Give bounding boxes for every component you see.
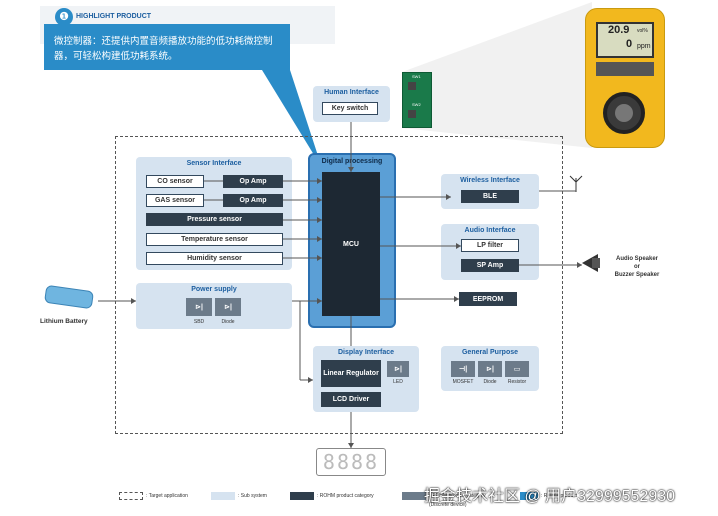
mosfet-icon: ⊣| [451,361,475,377]
speaker-body [592,258,600,268]
opamp-gas-box: Op Amp [223,194,283,207]
led-label: LED [393,379,403,385]
resistor-label: Resistor [507,379,527,385]
antenna-icon [569,175,583,192]
audio-interface-box: Audio Interface LP filter SP Amp [441,224,539,280]
switch-1 [408,82,416,90]
speaker-label-3: Buzzer Speaker [614,272,660,278]
sensor-interface-title: Sensor Interface [186,160,242,167]
speaker-label-1: Audio Speaker [615,256,658,262]
pressure-sensor-box: Pressure sensor [146,213,283,226]
legend-target-swatch [119,492,143,500]
device-sensor-center [615,104,633,122]
human-interface-box: Human Interface Key switch [313,86,390,122]
legend-sub-swatch [211,492,235,500]
digital-processing-title: Digital processing [321,158,383,165]
target-application-frame [115,136,563,434]
segment-display: 8888 [316,448,386,476]
segment-digits: 8888 [322,450,380,474]
legend-highlight-text: : ROHM product [541,493,578,499]
resistor-icon: ▭ [505,361,529,377]
key-switch-box: Key switch [322,102,378,115]
legend-discrete-text: : ROHM product category [429,493,486,499]
legend-target-text: : Target application [146,493,188,499]
device-button-panel [596,62,654,76]
human-interface-title: Human Interface [324,89,379,96]
watermark: 掘金技术社区 @ 用户32999552930 [424,488,676,505]
legend-rohm-text: : ROHM product category [317,493,374,499]
gas-sensor-box: GAS sensor [146,194,204,207]
switch-2 [408,110,416,118]
lp-filter-box: LP filter [461,239,519,252]
legend-discrete-sub: (Discrete device) [429,502,467,508]
co-sensor-box: CO sensor [146,175,204,188]
sw2-label: SW2 [412,102,421,107]
sensor-interface-box: Sensor Interface CO sensor Op Amp GAS se… [136,157,292,270]
eeprom-box: EEPROM [459,292,517,306]
power-diode-label: Diode [221,319,235,325]
speaker-label: Audio Speaker or Buzzer Speaker [600,255,674,279]
mosfet-label: MOSFET [452,379,474,385]
sbd-label: SBD [193,319,205,325]
general-purpose-box: General Purpose ⊣| MOSFET ⊳| Diode ▭ Res… [441,346,539,391]
sbd-icon: ⊳| [186,298,212,316]
legend-discrete-swatch [402,492,426,500]
battery-label: Lithium Battery [40,318,88,325]
highlight-callout [44,24,290,70]
device-screen [596,22,654,58]
legend-rohm-swatch [290,492,314,500]
o2-value: 20.9 [608,24,630,36]
legend-sub-text: : Sub system [238,493,267,499]
display-interface-box: Display Interface Linear Regulator ⊳| LE… [313,346,419,412]
battery-icon [43,284,95,310]
diode-icon: ⊳| [215,298,241,316]
highlight-badge: HIGHLIGHT PRODUCT [76,13,152,20]
led-icon: ⊳| [387,361,409,377]
opamp-co-box: Op Amp [223,175,283,188]
speaker-label-2: or [634,264,640,270]
general-purpose-title: General Purpose [461,349,519,356]
gp-diode-label: Diode [483,379,497,385]
ble-box: BLE [461,190,519,203]
highlight-badge-icon: ❶ [55,8,73,26]
sw1-label: SW1 [412,74,421,79]
highlight-text: 微控制器：还提供内置音频播放功能的低功耗微控制器，可轻松构建低功耗系统。 [54,36,273,62]
power-supply-box: Power supply ⊳| SBD ⊳| Diode [136,283,292,329]
humidity-sensor-box: Humidity sensor [146,252,283,265]
lcd-driver-box: LCD Driver [321,392,381,407]
gp-diode-icon: ⊳| [478,361,502,377]
wireless-interface-title: Wireless Interface [460,177,520,184]
co-unit: ppm [637,43,651,50]
temperature-sensor-box: Temperature sensor [146,233,283,246]
switch-board [402,72,432,128]
legend-highlight-swatch [520,492,538,500]
display-interface-title: Display Interface [337,349,395,356]
linear-regulator-box: Linear Regulator [321,360,381,387]
wireless-interface-box: Wireless Interface BLE [441,174,539,209]
sp-amp-box: SP Amp [461,259,519,272]
o2-unit: vol% [637,28,648,34]
co-value: 0 [626,38,633,50]
mcu-box: MCU [322,172,380,316]
power-supply-title: Power supply [191,286,237,293]
audio-interface-title: Audio Interface [464,227,516,234]
